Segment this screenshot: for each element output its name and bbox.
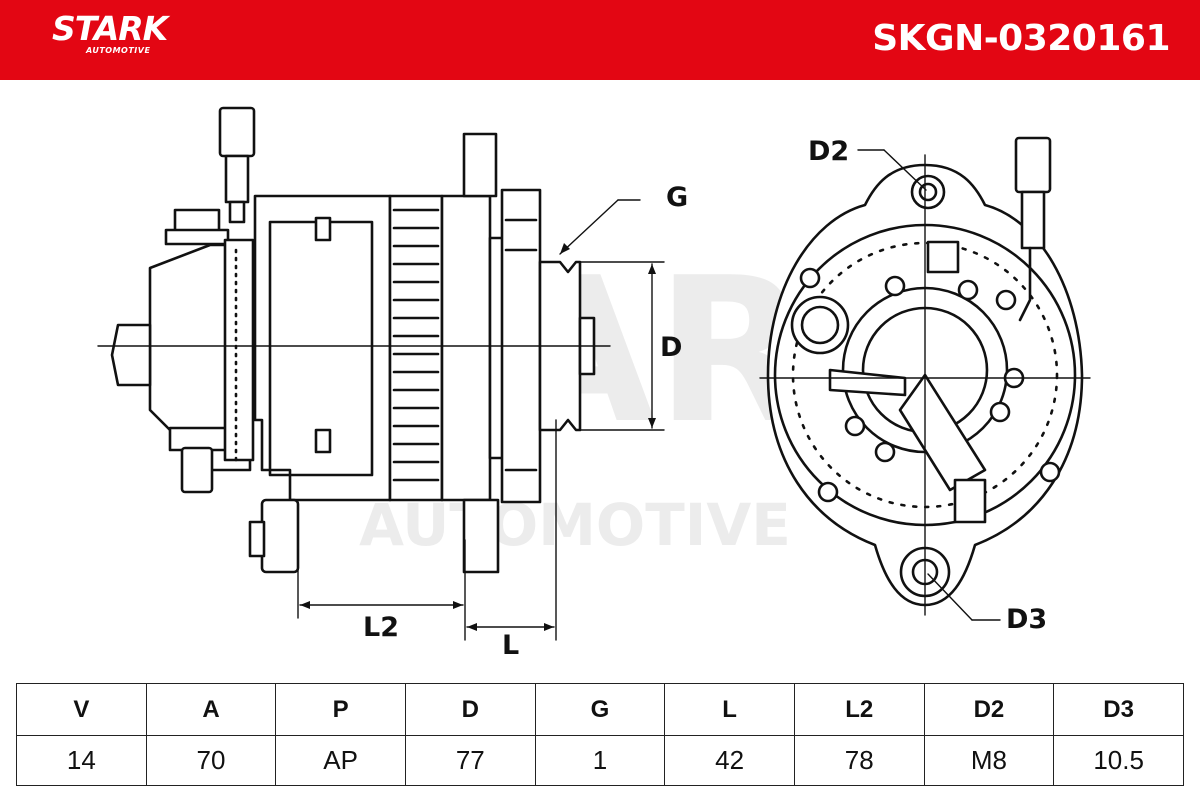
header-bar: STARK AUTOMOTIVE SKGN-0320161 [0, 0, 1200, 80]
logo-brand: STARK [52, 9, 168, 48]
label-g: G [666, 182, 688, 213]
spec-header-v: V [16, 683, 147, 736]
spec-value-a: 70 [145, 735, 277, 786]
spec-header-row: V A P D G L L2 D2 D3 [16, 683, 1184, 736]
spec-header-p: P [275, 683, 406, 736]
spec-value-row: 14 70 AP 77 1 42 78 M8 10.5 [16, 735, 1184, 786]
label-l: L [502, 630, 519, 661]
end-view-leaders [857, 149, 1001, 621]
spec-header-d3: D3 [1053, 683, 1184, 736]
spec-value-d: 77 [404, 735, 536, 786]
alternator-end-view [759, 136, 1091, 616]
label-d3: D3 [1006, 604, 1047, 635]
spec-value-l2: 78 [793, 735, 925, 786]
alternator-drawing: STARK AUTOMOTIVE [97, 106, 1091, 661]
label-l2: L2 [363, 612, 399, 643]
spec-header-l: L [664, 683, 795, 736]
spec-header-g: G [534, 683, 666, 736]
spec-header-a: A [145, 683, 277, 736]
spec-value-d3: 10.5 [1053, 735, 1184, 786]
dimension-lines [297, 199, 665, 641]
alternator-side-view [97, 106, 611, 574]
label-d2: D2 [808, 136, 849, 167]
watermark-sub: AUTOMOTIVE [359, 491, 791, 559]
stark-logo: STARK AUTOMOTIVE [52, 9, 168, 56]
spec-value-g: 1 [534, 735, 666, 786]
spec-header-l2: L2 [793, 683, 925, 736]
logo-sub: AUTOMOTIVE [86, 46, 151, 55]
part-number: SKGN-0320161 [872, 18, 1170, 59]
dimension-arrows [300, 243, 656, 631]
spec-value-p: AP [275, 735, 406, 786]
spec-header-d2: D2 [923, 683, 1055, 736]
label-d: D [660, 332, 682, 363]
spec-header-d: D [404, 683, 536, 736]
spec-value-d2: M8 [923, 735, 1055, 786]
spec-value-v: 14 [16, 735, 147, 786]
spec-value-l: 42 [664, 735, 795, 786]
spec-table: V A P D G L L2 D2 D3 14 70 AP 77 1 42 78… [16, 683, 1184, 786]
